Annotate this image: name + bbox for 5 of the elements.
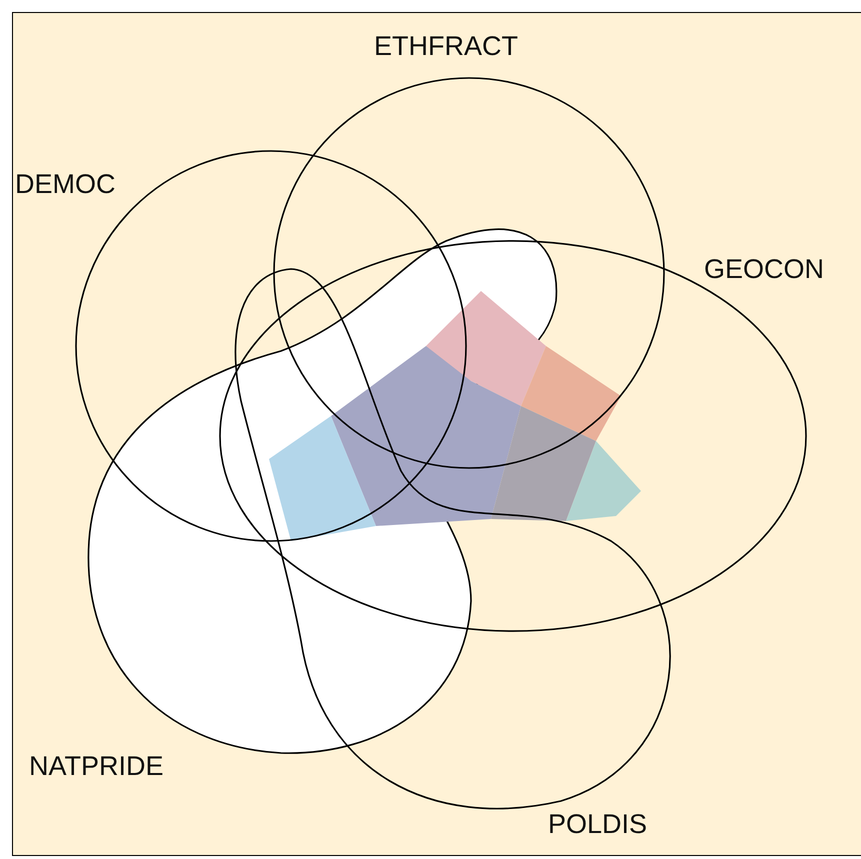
set-label: POLDIS	[548, 811, 648, 838]
set-label: ETHFRACT	[374, 33, 518, 60]
set-label: GEOCON	[704, 256, 824, 283]
set-label: NATPRIDE	[29, 753, 164, 780]
set-label: DEMOC	[15, 171, 116, 198]
